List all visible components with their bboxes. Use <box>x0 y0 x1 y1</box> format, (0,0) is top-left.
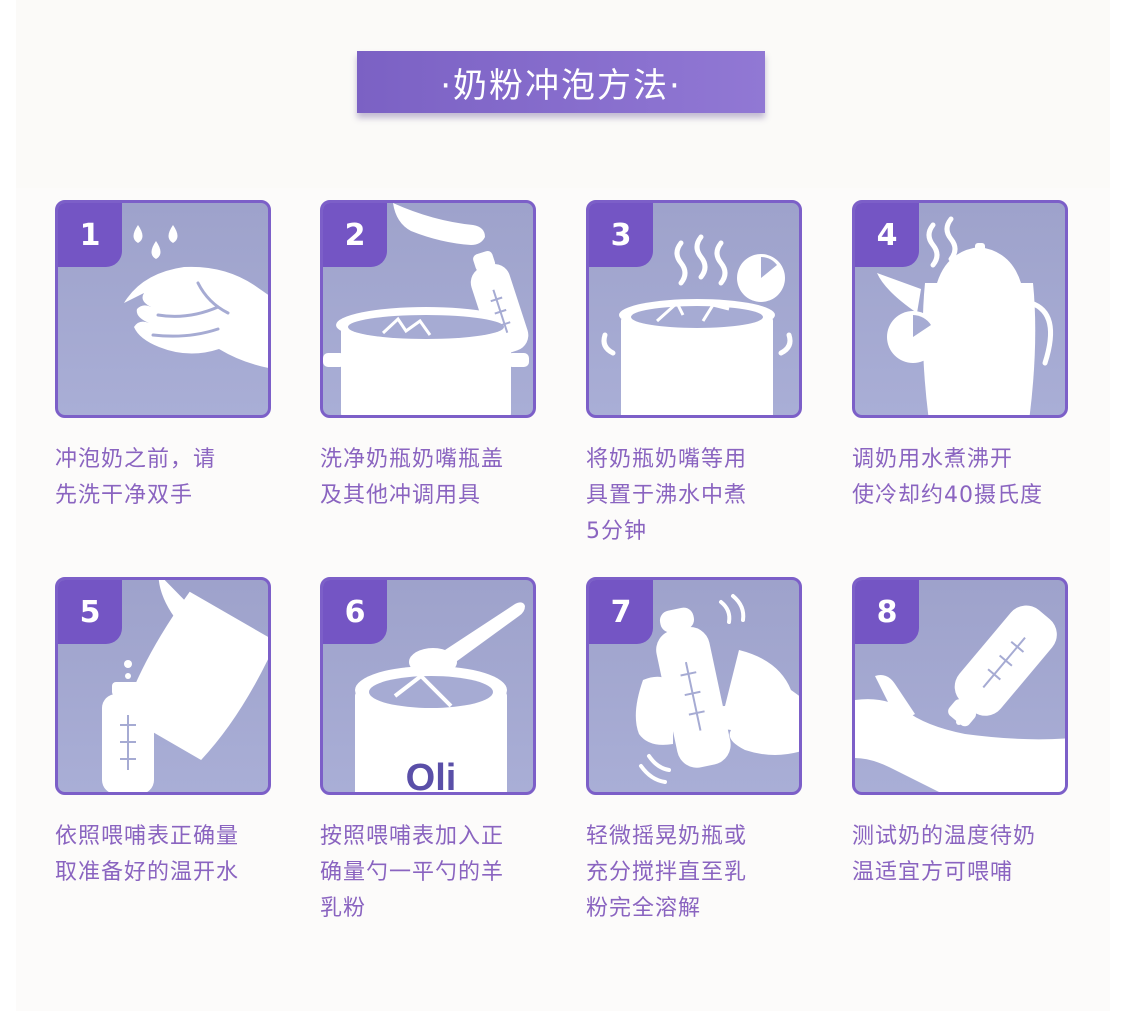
step-card: 8 <box>852 577 1068 795</box>
step-2: 2 洗净奶瓶奶嘴瓶盖 及其他冲调用具 <box>320 200 580 514</box>
step-card: 4 <box>852 200 1068 418</box>
step-card: Oli 6 <box>320 577 536 795</box>
step-caption: 洗净奶瓶奶嘴瓶盖 及其他冲调用具 <box>320 447 505 508</box>
page-title: ·奶粉冲泡方法· <box>357 51 765 113</box>
step-4: 4 调奶用水煮沸开 使冷却约40摄氏度 <box>852 200 1112 514</box>
step-caption: 按照喂哺表加入正 确量勺一平勺的羊 乳粉 <box>320 824 505 921</box>
boiling-pot-icon <box>601 234 793 415</box>
step-number-badge: 5 <box>58 580 122 644</box>
step-caption: 依照喂哺表正确量 取准备好的温开水 <box>55 824 240 885</box>
step-5: 5 依照喂哺表正确量 取准备好的温开水 <box>55 577 315 891</box>
step-caption: 冲泡奶之前，请 先洗干净双手 <box>55 447 217 508</box>
step-3: 3 将奶瓶奶嘴等用 具置于沸水中煮 5分钟 <box>586 200 846 550</box>
step-caption: 将奶瓶奶嘴等用 具置于沸水中煮 5分钟 <box>586 447 748 544</box>
step-caption: 测试奶的温度待奶 温适宜方可喂哺 <box>852 824 1037 885</box>
step-6: Oli 6 按照喂哺表加入正 确量勺一平勺的羊 乳粉 <box>320 577 580 927</box>
step-card: 2 <box>320 200 536 418</box>
step-card: 1 <box>55 200 271 418</box>
kettle-timer-icon <box>877 216 1054 415</box>
test-temperature-icon <box>855 605 1065 792</box>
step-number-badge: 8 <box>855 580 919 644</box>
step-number-badge: 4 <box>855 203 919 267</box>
step-number-badge: 1 <box>58 203 122 267</box>
step-card: 7 <box>586 577 802 795</box>
step-number-badge: 3 <box>589 203 653 267</box>
brand-logo: Oli <box>406 757 457 795</box>
step-caption: 调奶用水煮沸开 使冷却约40摄氏度 <box>852 447 1043 508</box>
scoop-powder-icon: Oli <box>355 602 525 795</box>
wash-bottle-icon <box>323 203 529 415</box>
step-8: 8 测试奶的温度待奶 温适宜方可喂哺 <box>852 577 1112 891</box>
step-card: 5 <box>55 577 271 795</box>
shake-bottle-icon <box>635 594 799 784</box>
pour-water-icon <box>102 580 268 792</box>
step-7: 7 轻微摇晃奶瓶或 充分搅拌直至乳 粉完全溶解 <box>586 577 846 927</box>
step-1: 1 冲泡奶之前，请 先洗干净双手 <box>55 200 315 514</box>
step-number-badge: 6 <box>323 580 387 644</box>
step-number-badge: 2 <box>323 203 387 267</box>
washing-hands-icon <box>124 225 268 368</box>
step-number-badge: 7 <box>589 580 653 644</box>
step-card: 3 <box>586 200 802 418</box>
step-caption: 轻微摇晃奶瓶或 充分搅拌直至乳 粉完全溶解 <box>586 824 748 921</box>
